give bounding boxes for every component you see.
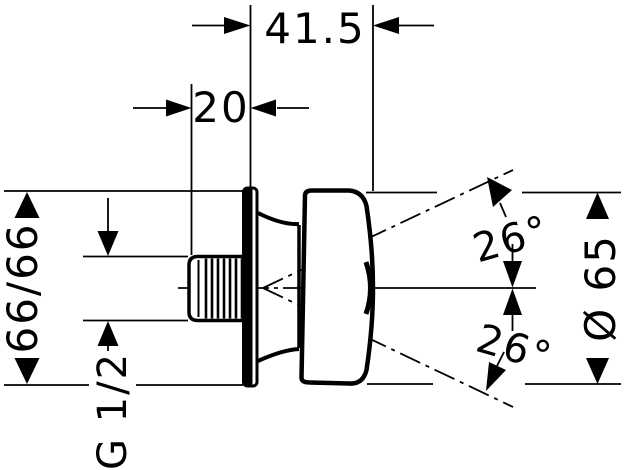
- arrow-g12-bottom: [97, 321, 119, 346]
- arrow-angle-center-down: [503, 261, 522, 288]
- dim-angle-lower-tail: [496, 351, 505, 367]
- arrow-angle-center-up: [503, 288, 522, 315]
- arrow-20-right: [250, 99, 276, 117]
- dim-label-thread-length: 20: [192, 83, 249, 132]
- arrow-dia65-top: [586, 192, 609, 219]
- dim-label-thread-size: G 1/2: [90, 352, 136, 470]
- neck-top-curve: [257, 211, 300, 227]
- dim-label-total-projection: 41.5: [264, 4, 366, 53]
- arrow-dia65-bottom: [586, 358, 609, 384]
- jet-face-arc: [363, 261, 373, 315]
- dim-label-spray-angle-upper: 26°: [468, 207, 555, 272]
- thread-lines: [204, 258, 244, 319]
- arrow-angle-upper: [487, 177, 512, 207]
- dimension-tails: [107, 24, 536, 367]
- arrow-66-top: [14, 192, 40, 218]
- extension-lines: [4, 5, 621, 386]
- neck-bottom-curve: [257, 347, 300, 363]
- dim-label-escutcheon-size: 66/66: [0, 222, 47, 353]
- arrow-20-left: [166, 99, 192, 117]
- dim-label-spray-angle-lower: 26°: [471, 316, 558, 381]
- arrow-66-bottom: [14, 358, 40, 384]
- spray-head-body: [299, 188, 376, 386]
- arrow-41-5-left: [224, 17, 251, 34]
- arrow-41-5-right: [373, 17, 399, 34]
- dim-angle-upper-tail: [499, 202, 507, 218]
- fixture: [187, 186, 376, 388]
- dim-label-face-diameter: Ø 65: [576, 234, 625, 342]
- escutcheon-plate-face: [243, 188, 253, 386]
- arrow-angle-lower: [486, 362, 506, 391]
- arrow-g12-top: [97, 231, 119, 256]
- dimension-arrowheads: [14, 17, 609, 391]
